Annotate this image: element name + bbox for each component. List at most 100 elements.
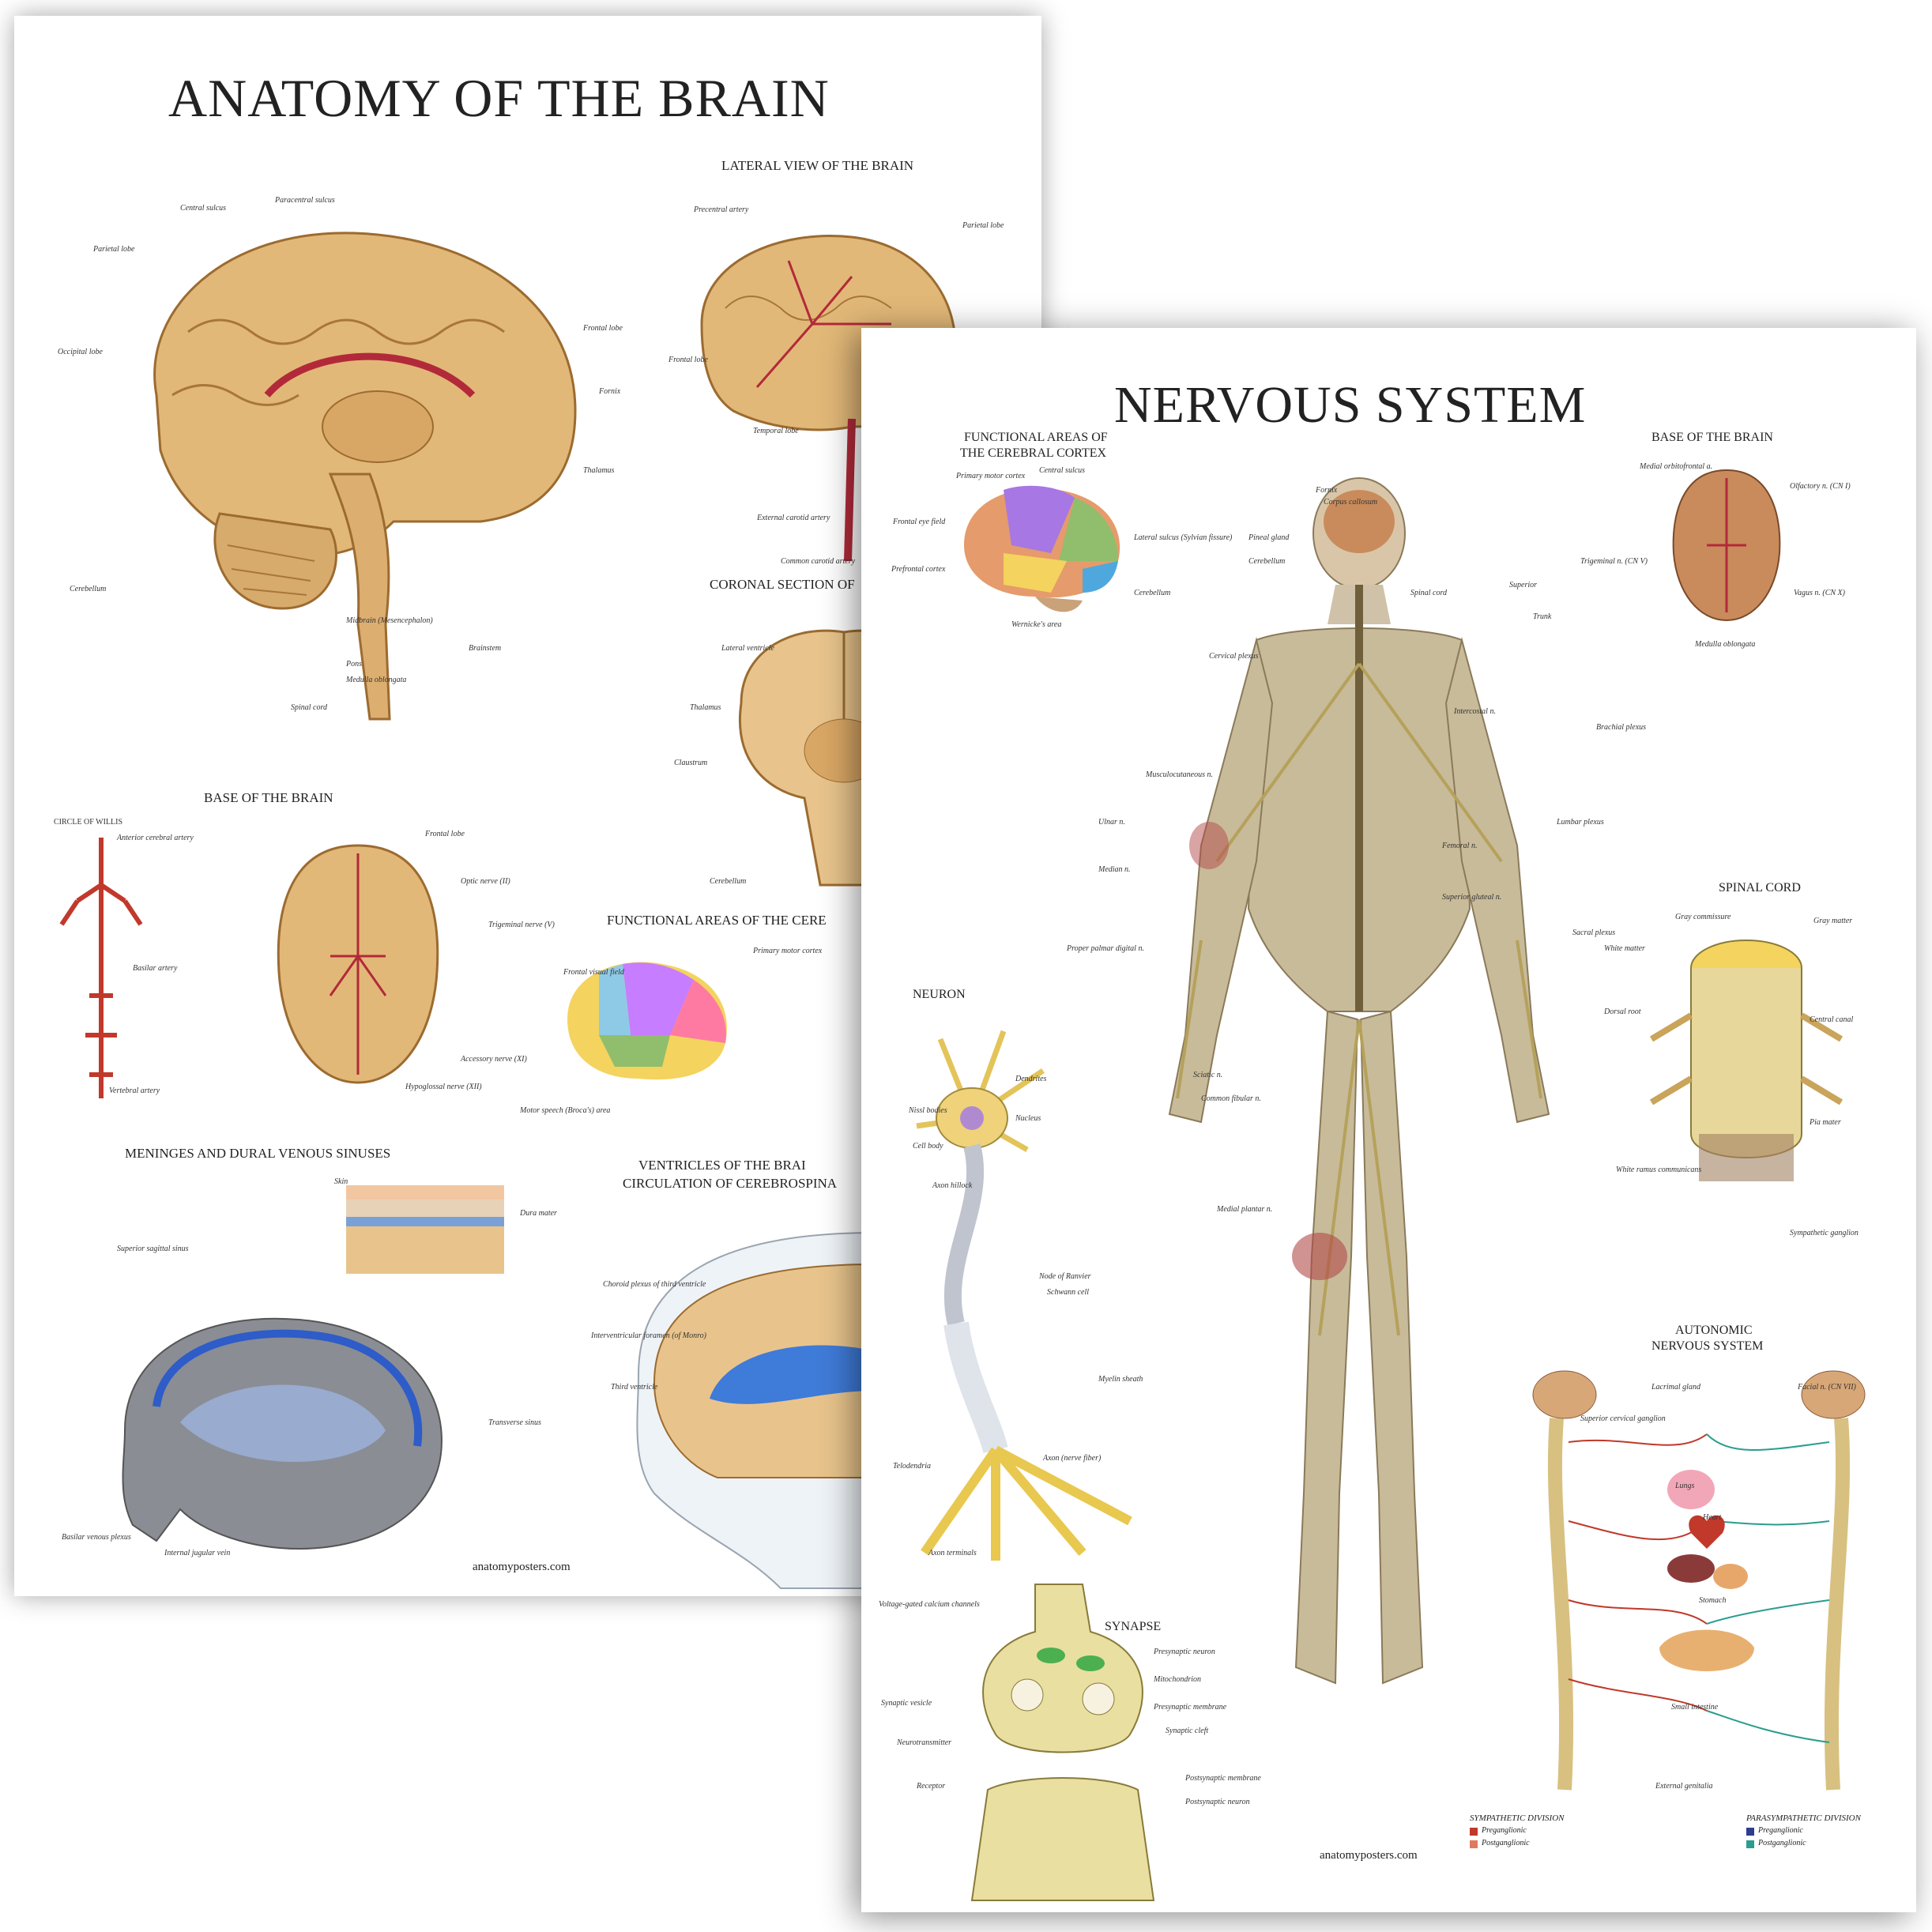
spinal-cord-figure <box>1649 940 1843 1181</box>
label-voltage-gated: Voltage-gated calcium channels <box>879 1600 980 1609</box>
label-accessory: Accessory nerve (XI) <box>461 1055 527 1064</box>
legend-para-pre: Preganglionic <box>1758 1826 1803 1835</box>
label-brainstem: Brainstem <box>469 644 502 653</box>
label-postsynaptic-neuron: Postsynaptic neuron <box>1185 1798 1250 1806</box>
label-brachial-plexus: Brachial plexus <box>1596 723 1647 732</box>
label-saphenous-n: Sciatic n. <box>1193 1071 1223 1079</box>
label-common-carotid: Common carotid artery <box>781 557 856 566</box>
legend-para-post-swatch <box>1746 1840 1754 1848</box>
label-dura-mater: Dura mater <box>520 1209 557 1218</box>
legend-parasympathetic-title: PARASYMPATHETIC DIVISION <box>1746 1813 1861 1823</box>
legend-para-pre-swatch <box>1746 1828 1754 1836</box>
label-cerebellum-n: Cerebellum <box>1134 589 1171 597</box>
section-functional-cortex-1: FUNCTIONAL AREAS OF <box>964 431 1108 444</box>
label-primary-motor-cortex: Primary motor cortex <box>956 472 1026 480</box>
sagittal-brain-figure <box>153 232 577 721</box>
label-pons: Pons <box>346 660 362 668</box>
section-lateral-view: LATERAL VIEW OF THE BRAIN <box>721 158 914 173</box>
label-internal-jugular-vein: Internal jugular vein <box>164 1549 231 1557</box>
label-pia-mater-n: Pia mater <box>1810 1118 1841 1127</box>
label-fornix-n: Fornix <box>1316 486 1338 495</box>
label-axon-terminals: Axon terminals <box>928 1549 977 1557</box>
section-spinal-cord: SPINAL CORD <box>1719 881 1801 894</box>
label-central-canal: Central canal <box>1810 1015 1854 1024</box>
label-frontal-lobe-lat: Frontal lobe <box>668 356 708 364</box>
section-base-brain-n: BASE OF THE BRAIN <box>1651 431 1773 444</box>
legend-symp-post-swatch <box>1470 1840 1478 1848</box>
label-schwann-cell: Schwann cell <box>1047 1288 1090 1297</box>
label-external-genitalia: External genitalia <box>1655 1782 1713 1791</box>
brain-poster-website: anatomyposters.com <box>473 1561 571 1573</box>
legend-para-post: Postganglionic <box>1758 1839 1806 1847</box>
label-sacral-plexus: Sacral plexus <box>1572 928 1616 937</box>
label-frontal-lobe: Frontal lobe <box>583 324 623 333</box>
label-median-n: Median n. <box>1098 865 1131 874</box>
synapse-figure <box>970 1584 1155 1901</box>
label-pineal-gland-n: Pineal gland <box>1248 533 1290 542</box>
label-ulnar-n: Ulnar n. <box>1098 818 1125 827</box>
label-stomach: Stomach <box>1699 1596 1727 1605</box>
label-cerebellum: Cerebellum <box>70 585 107 593</box>
section-meninges: MENINGES AND DURAL VENOUS SINUSES <box>125 1146 391 1161</box>
section-synapse: SYNAPSE <box>1105 1620 1162 1633</box>
label-midbrain: Midbrain (Mesencephalon) <box>346 616 433 625</box>
section-ventricles-1: VENTRICLES OF THE BRAI <box>638 1158 806 1173</box>
ventricles-figure <box>636 1231 876 1589</box>
label-superior-cervical-ganglion: Superior cervical ganglion <box>1580 1414 1666 1423</box>
label-central-sulcus: Central sulcus <box>180 204 227 213</box>
label-proper-palmar-digital: Proper palmar digital n. <box>1067 944 1144 953</box>
legend-sympathetic-title: SYMPATHETIC DIVISION <box>1470 1813 1565 1823</box>
label-femoral-n: Femoral n. <box>1442 842 1478 850</box>
label-frontal-lobe-base: Frontal lobe <box>425 830 465 838</box>
section-circle-willis: CIRCLE OF WILLIS <box>54 818 123 827</box>
label-cerebellum-body: Cerebellum <box>1248 557 1286 566</box>
label-sup-sagittal-sinus: Superior sagittal sinus <box>117 1245 189 1253</box>
section-functional-areas: FUNCTIONAL AREAS OF THE CERE <box>607 913 827 928</box>
label-vertebral-artery: Vertebral artery <box>109 1087 160 1095</box>
label-postsynaptic-membrane: Postsynaptic membrane <box>1185 1774 1261 1783</box>
label-olfactory-n: Olfactory n. (CN I) <box>1790 482 1851 491</box>
label-temporal-lobe-lat: Temporal lobe <box>753 427 799 435</box>
label-dendrites: Dendrites <box>1015 1075 1047 1083</box>
label-spinal-cord-n: Spinal cord <box>1410 589 1448 597</box>
label-fornix: Fornix <box>599 387 621 396</box>
label-sciatic-n-left: Common fibular n. <box>1201 1094 1261 1103</box>
label-central-sulcus-n: Central sulcus <box>1039 466 1086 475</box>
label-claustrum: Claustrum <box>674 759 708 767</box>
legend-symp-pre: Preganglionic <box>1482 1826 1527 1835</box>
label-thalamus-cor: Thalamus <box>690 703 721 712</box>
skull-sinuses-figure <box>122 1317 443 1550</box>
label-heart: Heart <box>1703 1513 1722 1522</box>
label-wernicke: Wernicke's area <box>1011 620 1062 629</box>
meninges-figure <box>346 1185 504 1274</box>
label-white-ramus: White ramus communicans <box>1616 1166 1702 1174</box>
label-prefrontal-cortex: Prefrontal cortex <box>891 565 946 574</box>
autonomic-figure <box>1532 1370 1866 1791</box>
brain-poster-title: ANATOMY OF THE BRAIN <box>168 68 830 128</box>
label-frontal-eye-field: Frontal eye field <box>893 518 946 526</box>
label-trigeminal-n: Trigeminal n. (CN V) <box>1580 557 1648 566</box>
label-skin: Skin <box>334 1177 348 1186</box>
label-gray-matter: Gray matter <box>1813 917 1853 925</box>
label-small-intestine: Small intestine <box>1671 1703 1719 1712</box>
section-neuron: NEURON <box>913 988 966 1001</box>
label-third-ventricle: Third ventricle <box>611 1383 658 1392</box>
section-coronal: CORONAL SECTION OF <box>710 577 855 592</box>
label-lateral-ventricle: Lateral ventricle <box>721 644 774 653</box>
label-choroid-third: Choroid plexus of third ventricle <box>603 1280 706 1289</box>
nervous-poster-title: NERVOUS SYSTEM <box>1114 376 1587 434</box>
label-presynaptic-membrane: Presynaptic membrane <box>1154 1703 1227 1712</box>
label-axon-hillock: Axon hillock <box>932 1181 973 1190</box>
section-ventricles-2: CIRCULATION OF CEREBROSPINA <box>623 1176 838 1191</box>
neuron-figure <box>916 1030 1132 1561</box>
label-parietal-lobe: Parietal lobe <box>93 245 135 254</box>
label-hypoglossal: Hypoglossal nerve (XII) <box>405 1083 482 1091</box>
label-lacrimal-gland: Lacrimal gland <box>1651 1383 1700 1392</box>
label-medulla: Medulla oblongata <box>346 676 407 684</box>
label-medial-orbitofrontal: Medial orbitofrontal a. <box>1640 462 1713 471</box>
label-lungs: Lungs <box>1675 1482 1695 1490</box>
label-receptor: Receptor <box>917 1782 946 1791</box>
label-cerebellum-cor: Cerebellum <box>710 877 747 886</box>
label-neurotransmitter: Neurotransmitter <box>897 1738 952 1747</box>
legend-symp-post: Postganglionic <box>1482 1839 1530 1847</box>
